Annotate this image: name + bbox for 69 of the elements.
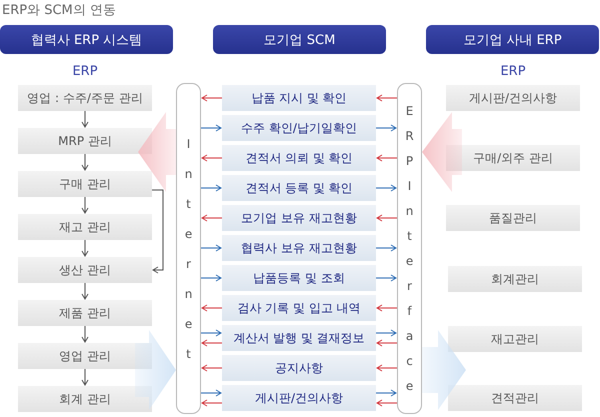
process-box: 회계관리 (448, 266, 582, 292)
block-arrow (135, 330, 176, 410)
arrow (376, 304, 398, 312)
process-box: 회계 관리 (18, 386, 152, 412)
arrow (82, 154, 88, 170)
arrow (200, 330, 222, 336)
interface-bar: Internet (176, 83, 201, 414)
arrow (152, 190, 164, 274)
arrow (82, 282, 88, 300)
arrow (202, 94, 222, 102)
arrow (376, 244, 396, 252)
process-box: 재고 관리 (18, 214, 152, 240)
process-box: MRP 관리 (18, 128, 152, 154)
process-box: 견적관리 (448, 385, 582, 411)
interface-bar: ERP Interface (397, 83, 422, 414)
arrow (82, 196, 88, 214)
arrow (376, 94, 398, 102)
process-box: 생산 관리 (18, 257, 152, 283)
diagram-title: ERP와 SCM의 연동 (2, 2, 116, 19)
header-tab: 모기업 사내 ERP (426, 25, 599, 54)
block-arrow (422, 112, 462, 192)
arrow (200, 244, 222, 252)
function-box: 수주 확인/납기일확인 (222, 115, 376, 141)
arrow (376, 154, 398, 162)
arrow (82, 326, 88, 342)
arrow (202, 154, 222, 162)
arrow (202, 304, 222, 312)
arrow (376, 364, 398, 372)
header-tab: 협력사 ERP 시스템 (0, 25, 173, 54)
arrow (200, 124, 222, 132)
arrow (82, 368, 88, 386)
function-box: 견적서 의뢰 및 확인 (222, 145, 376, 171)
function-box: 계산서 발행 및 결재정보 (222, 325, 376, 351)
block-arrow (422, 330, 466, 410)
arrow (202, 340, 222, 346)
arrow (202, 400, 222, 406)
arrow (376, 124, 396, 132)
block-arrow (138, 112, 176, 192)
function-box: 모기업 보유 재고현황 (222, 205, 376, 231)
arrow (200, 390, 222, 396)
function-box: 공지사항 (222, 355, 376, 381)
arrow (200, 274, 222, 282)
function-box: 게시판/건의사항 (222, 385, 376, 411)
section-label: ERP (500, 64, 526, 79)
process-box: 재고관리 (448, 326, 582, 352)
arrow (202, 364, 222, 372)
arrow (200, 184, 222, 192)
arrow (82, 110, 88, 128)
process-box: 구매 관리 (18, 171, 152, 197)
function-box: 견적서 등록 및 확인 (222, 175, 376, 201)
process-box: 품질관리 (446, 205, 580, 231)
process-box: 영업 : 수주/주문 관리 (18, 85, 152, 111)
function-box: 협력사 보유 재고현황 (222, 235, 376, 261)
arrow (376, 400, 398, 406)
arrow (376, 184, 396, 192)
arrow (82, 240, 88, 256)
section-label: ERP (72, 64, 98, 79)
arrow (376, 214, 398, 222)
arrow (376, 274, 396, 282)
process-box: 제품 관리 (18, 300, 152, 326)
arrow (376, 340, 398, 346)
function-box: 납품등록 및 조회 (222, 265, 376, 291)
header-tab: 모기업 SCM (213, 25, 386, 54)
arrow (376, 330, 396, 336)
function-box: 검사 기록 및 입고 내역 (222, 295, 376, 321)
arrow (376, 390, 396, 396)
arrow (202, 214, 222, 222)
function-box: 납품 지시 및 확인 (222, 85, 376, 111)
process-box: 게시판/건의사항 (446, 85, 580, 111)
